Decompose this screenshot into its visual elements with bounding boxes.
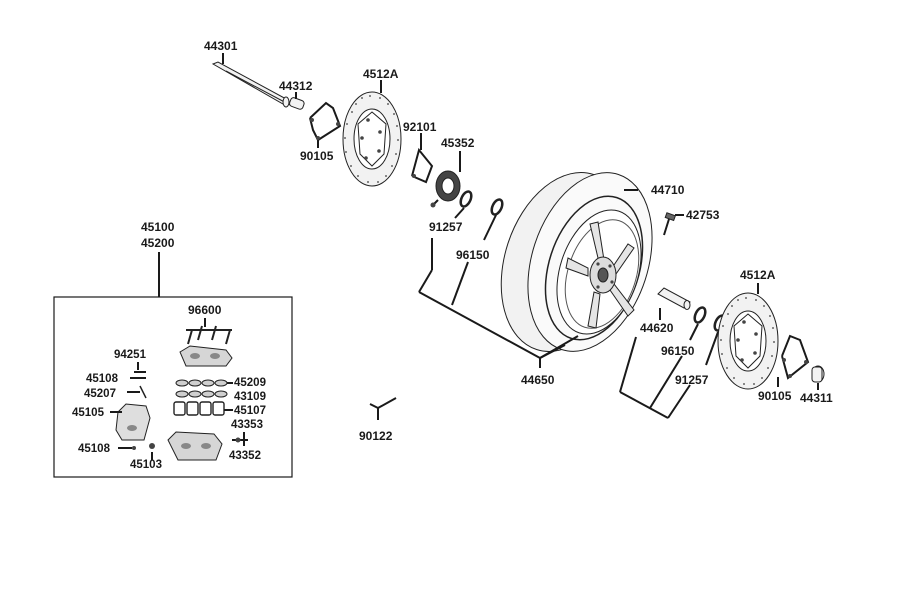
label-92101: 92101 — [403, 120, 437, 134]
label-96150-left: 96150 — [456, 248, 490, 262]
label-90105-top: 90105 — [300, 149, 334, 163]
speedometer-gear-45352 — [430, 170, 461, 208]
label-4512A-right: 4512A — [740, 268, 776, 282]
label-45200: 45200 — [141, 236, 175, 250]
bracket-90105-top — [309, 101, 342, 142]
label-45352: 45352 — [441, 136, 475, 150]
label-94251: 94251 — [114, 349, 147, 361]
label-45207: 45207 — [84, 388, 116, 400]
wheel-assembly-44710 — [500, 172, 653, 352]
label-45100: 45100 — [141, 220, 175, 234]
part-number-labels: 44301 44312 4512A 90105 92101 45352 4471… — [72, 39, 833, 471]
label-4512A-top: 4512A — [363, 67, 399, 81]
label-44650: 44650 — [521, 373, 555, 387]
spacer-44620 — [657, 287, 691, 310]
leader-96150-left — [483, 214, 497, 241]
leader-91257-right — [705, 331, 719, 366]
label-43109: 43109 — [234, 391, 266, 403]
label-45107: 45107 — [234, 405, 266, 417]
label-44311: 44311 — [800, 391, 833, 405]
leader-91257-left — [454, 207, 465, 219]
bracket-90105-right — [781, 334, 810, 380]
label-91257-left: 91257 — [429, 220, 463, 234]
label-42753: 42753 — [686, 208, 720, 222]
label-44312: 44312 — [279, 79, 313, 93]
label-44710: 44710 — [651, 183, 685, 197]
bolt-90122 — [369, 397, 397, 420]
label-45108-a: 45108 — [86, 373, 119, 385]
collar-44311 — [811, 365, 825, 383]
brake-disc-4512A-right — [717, 292, 779, 390]
label-96150-right: 96150 — [661, 344, 695, 358]
bearing-96150-right — [693, 306, 707, 324]
label-90105-right: 90105 — [758, 389, 792, 403]
label-90122: 90122 — [359, 429, 393, 443]
bracket-92101 — [411, 147, 434, 184]
label-45105: 45105 — [72, 407, 105, 419]
label-44301: 44301 — [204, 39, 238, 53]
label-44620: 44620 — [640, 321, 674, 335]
label-91257-right: 91257 — [675, 373, 709, 387]
bearing-96150-left — [490, 198, 504, 216]
label-45103: 45103 — [130, 459, 162, 471]
seal-91257-left — [459, 190, 473, 208]
collar-44312 — [289, 97, 305, 110]
leader-tree-left — [418, 238, 579, 368]
leader-96150-right — [689, 323, 699, 341]
label-45108-b: 45108 — [78, 443, 111, 455]
label-43353: 43353 — [231, 419, 263, 431]
label-96600: 96600 — [188, 303, 222, 317]
label-45209: 45209 — [234, 377, 266, 389]
caliper-callout — [53, 252, 293, 478]
leader-tree-right — [619, 336, 691, 419]
axle-44301 — [211, 61, 293, 108]
brake-disc-4512A-top — [342, 91, 402, 187]
label-43352: 43352 — [229, 450, 261, 462]
valve-42753 — [663, 212, 677, 236]
